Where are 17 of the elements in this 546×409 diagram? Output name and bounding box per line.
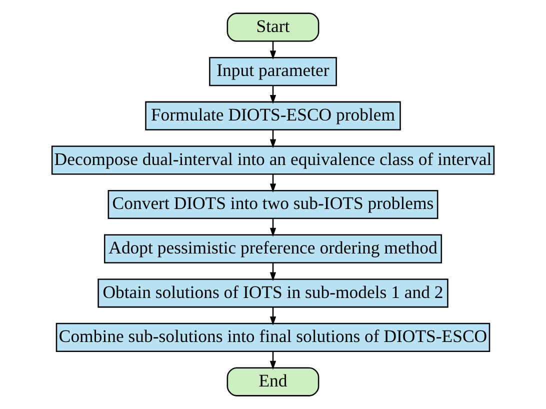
node-box: Input parameter	[209, 57, 337, 86]
arrow	[270, 262, 276, 282]
arrow	[270, 307, 276, 326]
arrow	[270, 174, 276, 192]
node-box: Obtain solutions of IOTS in sub-models 1 and 2	[98, 278, 448, 308]
arrow	[270, 130, 276, 148]
node-box: End	[226, 367, 320, 396]
arrow	[270, 351, 276, 370]
arrow	[270, 86, 276, 104]
node-box: Decompose dual-interval into an equivalence class of interval	[51, 146, 495, 175]
node-box: Start	[226, 12, 320, 42]
arrow	[270, 41, 276, 60]
node-box: Convert DIOTS into two sub-IOTS problems	[108, 190, 438, 220]
node-box: Formulate DIOTS-ESCO problem	[145, 101, 401, 130]
arrow	[270, 218, 276, 237]
node-box: Adopt pessimistic preference ordering method	[104, 234, 442, 264]
node-box: Combine sub-solutions into final solutions of DIOTS-ESCO	[56, 322, 490, 352]
